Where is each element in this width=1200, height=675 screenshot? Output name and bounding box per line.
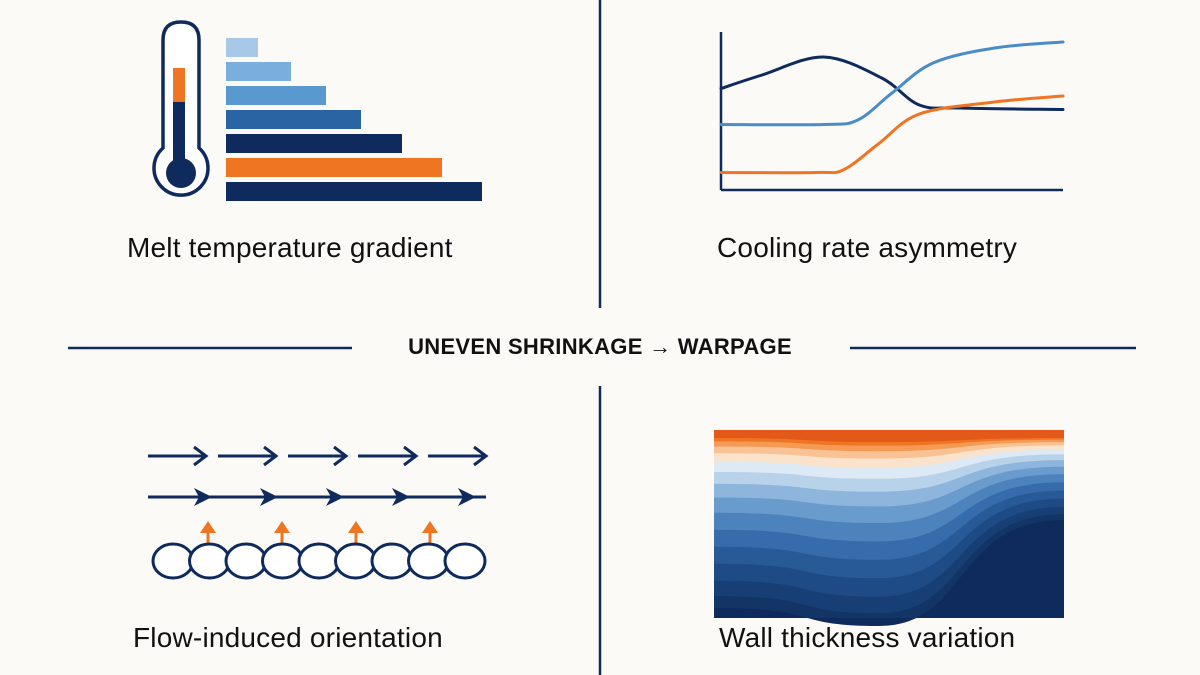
orientation-arrow-head	[422, 521, 438, 533]
chain-bead	[407, 542, 450, 580]
thermometer-level-orange	[173, 68, 185, 102]
temperature-bar	[226, 158, 442, 177]
cooling-curve	[719, 94, 1065, 175]
flow-arrow-head	[263, 445, 279, 467]
thickness-band	[714, 520, 1064, 626]
temperature-bars	[226, 38, 482, 201]
wall-thickness-graphic	[714, 430, 1064, 626]
caption-melt-temperature-gradient: Melt temperature gradient	[127, 232, 453, 263]
temperature-bar	[226, 110, 361, 129]
flow-arrow-head	[333, 445, 349, 467]
chain-bead	[443, 542, 487, 580]
temperature-bar	[226, 182, 482, 201]
center-title: UNEVEN SHRINKAGE → WARPAGE	[408, 334, 792, 359]
cooling-curves	[719, 40, 1065, 175]
temperature-bar	[226, 62, 291, 81]
thermometer-level-navy	[173, 102, 185, 168]
caption-cooling-rate-asymmetry: Cooling rate asymmetry	[717, 232, 1018, 263]
chain-bead	[224, 542, 268, 580]
thermometer-bulb	[166, 158, 196, 188]
cooling-curve	[719, 55, 1065, 111]
chain-bead	[261, 542, 304, 580]
flow-arrow-filled	[260, 488, 278, 506]
chain-bead	[334, 542, 377, 580]
flow-arrow-filled	[326, 488, 344, 506]
chain-bead	[297, 542, 341, 580]
cooling-rate-chart	[719, 32, 1065, 192]
orientation-arrow-head	[200, 521, 216, 533]
chain-bead	[370, 542, 414, 580]
cooling-curve	[719, 40, 1065, 127]
flow-arrow-head	[403, 445, 419, 467]
flow-arrow-filled	[392, 488, 410, 506]
thermometer-icon	[152, 20, 210, 197]
flow-arrow-head	[193, 445, 209, 467]
chain-bead	[188, 542, 231, 580]
chain-bead	[151, 542, 195, 580]
thickness-gradient-bands	[714, 430, 1064, 626]
flow-arrows	[148, 445, 489, 506]
flow-arrow-filled	[458, 488, 476, 506]
temperature-bar	[226, 134, 402, 153]
temperature-bar	[226, 38, 258, 57]
caption-wall-thickness-variation: Wall thickness variation	[719, 622, 1016, 653]
flow-orientation-graphic	[148, 445, 489, 580]
caption-flow-induced-orientation: Flow-induced orientation	[133, 622, 443, 653]
molecular-chain	[151, 542, 487, 580]
orientation-arrow-head	[348, 521, 364, 533]
temperature-bar	[226, 86, 326, 105]
flow-arrow-filled	[194, 488, 212, 506]
flow-arrow-head	[473, 445, 489, 467]
orientation-arrow-head	[274, 521, 290, 533]
